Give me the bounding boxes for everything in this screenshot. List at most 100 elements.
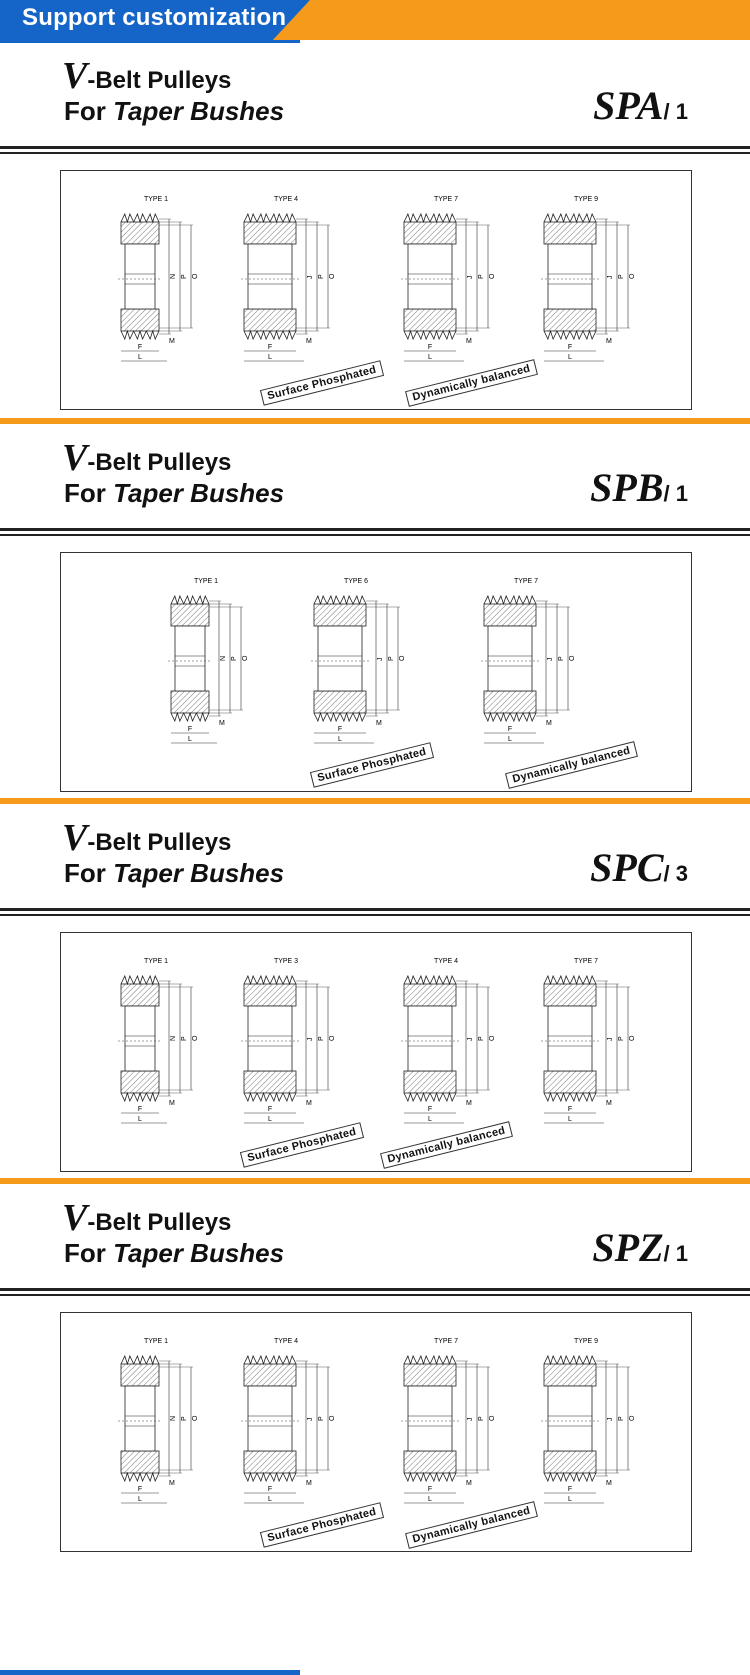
dimension-label: P bbox=[181, 274, 188, 279]
dimension-label: J bbox=[467, 276, 474, 280]
dimension-label: P bbox=[478, 1036, 485, 1041]
title-line1-text: -Belt Pulleys bbox=[87, 1209, 232, 1236]
dimension-label-f: F bbox=[568, 1106, 572, 1113]
dimension-label-m: M bbox=[466, 338, 472, 345]
title-line2-italic: Taper Bushes bbox=[113, 478, 285, 508]
diagram-type-label: TYPE 1 bbox=[144, 196, 168, 203]
diagram-type-label: TYPE 9 bbox=[574, 196, 598, 203]
dimension-label-f: F bbox=[568, 1486, 572, 1493]
section-separator bbox=[0, 1178, 750, 1184]
diagram-type-label: TYPE 9 bbox=[574, 1338, 598, 1345]
dimension-label-l: L bbox=[138, 1496, 142, 1503]
dimension-label: P bbox=[478, 1416, 485, 1421]
dimension-label: P bbox=[558, 656, 565, 661]
title-line2-italic: Taper Bushes bbox=[113, 96, 285, 126]
pulley-body bbox=[541, 1354, 599, 1483]
dimension-label: P bbox=[388, 656, 395, 661]
dimension-label: J bbox=[377, 658, 384, 662]
title-line1-text: -Belt Pulleys bbox=[87, 829, 232, 856]
dimension-label: J bbox=[607, 276, 614, 280]
pulley-body bbox=[118, 974, 162, 1103]
dimension-label-m: M bbox=[466, 1480, 472, 1487]
section-rule-thick bbox=[0, 528, 750, 531]
section-rule-thin bbox=[0, 534, 750, 536]
dimension-label: O bbox=[192, 1035, 199, 1041]
dimension-label: P bbox=[478, 274, 485, 279]
dimension-label: O bbox=[242, 655, 249, 661]
section-rule-thick bbox=[0, 1288, 750, 1291]
dimension-label: J bbox=[467, 1418, 474, 1422]
bottom-blue-edge bbox=[0, 1670, 300, 1675]
top-banner: Support customization bbox=[0, 0, 750, 44]
title-v-letter: V bbox=[62, 817, 88, 859]
dimension-label-l: L bbox=[138, 1116, 142, 1123]
dimension-label: O bbox=[629, 273, 636, 279]
diagram-type-label: TYPE 1 bbox=[144, 958, 168, 965]
dimension-label: P bbox=[618, 1036, 625, 1041]
model-label: SPC/ 3 bbox=[590, 844, 688, 891]
dimension-label-f: F bbox=[428, 1486, 432, 1493]
pulley-section: V-Belt Pulleys For Taper Bushes SPB/ 1 T… bbox=[0, 430, 750, 800]
dimension-label-l: L bbox=[268, 354, 272, 361]
dimension-label-m: M bbox=[606, 1480, 612, 1487]
diagram-type-label: TYPE 4 bbox=[274, 1338, 298, 1345]
dimension-label-l: L bbox=[428, 354, 432, 361]
dimension-label: O bbox=[329, 273, 336, 279]
model-code: SPC bbox=[590, 845, 664, 890]
dimension-label: N bbox=[170, 1416, 177, 1421]
dimension-label-f: F bbox=[138, 344, 142, 351]
dimension-label-f: F bbox=[568, 344, 572, 351]
section-separator bbox=[0, 798, 750, 804]
pulley-body bbox=[241, 1354, 299, 1483]
model-code: SPB bbox=[590, 465, 664, 510]
section-title-line2: For Taper Bushes bbox=[64, 858, 284, 889]
banner-blue-tab bbox=[0, 0, 310, 40]
dimension-label: O bbox=[489, 1415, 496, 1421]
model-number: / 3 bbox=[663, 861, 688, 886]
dimension-label-f: F bbox=[428, 344, 432, 351]
pulley-body bbox=[541, 974, 599, 1103]
section-title-line1: V-Belt Pulleys bbox=[62, 54, 231, 98]
dimension-label-m: M bbox=[606, 338, 612, 345]
diagram-type-label: TYPE 7 bbox=[434, 1338, 458, 1345]
dimension-label: J bbox=[307, 1418, 314, 1422]
dimension-label: P bbox=[181, 1036, 188, 1041]
section-title-line2: For Taper Bushes bbox=[64, 96, 284, 127]
title-v-letter: V bbox=[62, 55, 88, 97]
title-v-letter: V bbox=[62, 1197, 88, 1239]
dimension-label-f: F bbox=[268, 1106, 272, 1113]
diagram-type-label: TYPE 6 bbox=[344, 578, 368, 585]
diagram-type-label: TYPE 4 bbox=[434, 958, 458, 965]
title-line1-text: -Belt Pulleys bbox=[87, 449, 232, 476]
model-number: / 1 bbox=[663, 481, 688, 506]
dimension-label: J bbox=[607, 1418, 614, 1422]
pulley-body bbox=[541, 212, 599, 341]
model-number: / 1 bbox=[663, 99, 688, 124]
dimension-label: O bbox=[489, 1035, 496, 1041]
dimension-label-l: L bbox=[338, 736, 342, 743]
model-code: SPZ bbox=[592, 1225, 664, 1270]
dimension-label-l: L bbox=[188, 736, 192, 743]
dimension-label-f: F bbox=[338, 726, 342, 733]
pulley-body bbox=[241, 974, 299, 1103]
dimension-label: O bbox=[569, 655, 576, 661]
section-title-line2: For Taper Bushes bbox=[64, 478, 284, 509]
